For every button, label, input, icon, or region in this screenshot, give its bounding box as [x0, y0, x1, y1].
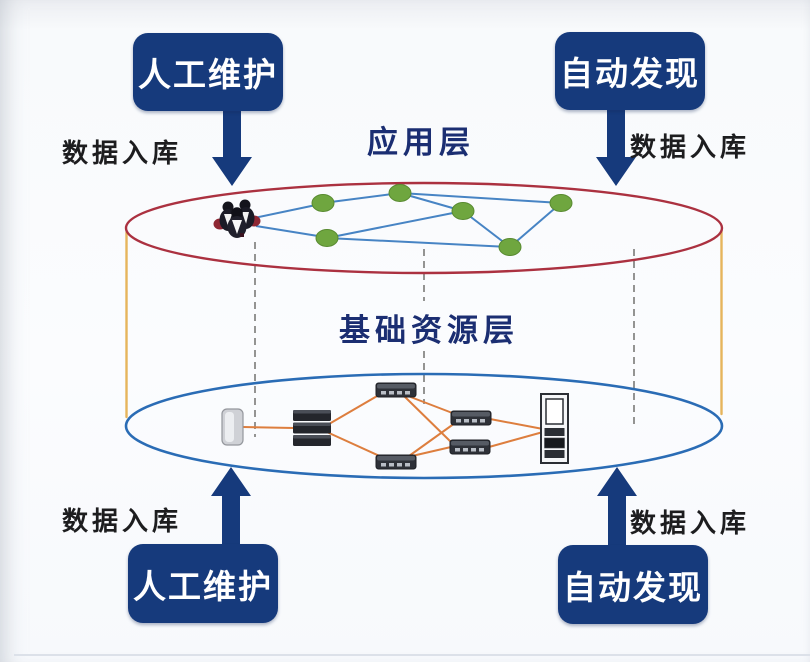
application-layer-ellipse [124, 181, 724, 275]
data-in-label-bottom-left: 数据入库 [62, 506, 183, 536]
auto-discovery-box-bottom: 自动发现 [558, 545, 708, 624]
infrastructure-layer-title: 基础资源层 [339, 313, 519, 348]
rack-server-icon [540, 393, 569, 464]
auto-discovery-label: 自动发现 [563, 568, 703, 606]
network-node-icon [388, 184, 412, 202]
people-group-icon [213, 199, 261, 238]
application-topology-graph [253, 184, 573, 256]
data-in-label-top-left: 数据入库 [62, 138, 183, 168]
manual-maintenance-box-top: 人工维护 [133, 33, 283, 111]
switch-icon [450, 410, 492, 426]
infrastructure-links [242, 391, 544, 459]
infrastructure-layer-ellipse [124, 372, 724, 480]
network-node-icon [315, 229, 339, 247]
down-arrow-icon [212, 110, 252, 186]
application-layer-title: 应用层 [367, 125, 475, 160]
storage-device-icon [221, 408, 244, 446]
data-in-label-bottom-right: 数据入库 [630, 508, 751, 538]
switch-icon [449, 439, 491, 455]
bottom-divider [14, 654, 810, 656]
auto-discovery-box-top: 自动发现 [555, 32, 705, 110]
server-stack-icon [293, 410, 331, 446]
up-arrow-icon [211, 467, 251, 546]
manual-maintenance-label: 人工维护 [133, 567, 273, 605]
up-arrow-icon [597, 467, 637, 547]
network-node-icon [498, 238, 522, 256]
network-node-icon [549, 194, 573, 212]
manual-maintenance-label: 人工维护 [138, 56, 278, 93]
data-in-label-top-right: 数据入库 [630, 132, 751, 162]
network-node-icon [311, 194, 335, 212]
manual-maintenance-box-bottom: 人工维护 [128, 544, 278, 623]
auto-discovery-label: 自动发现 [560, 55, 700, 92]
switch-icon [375, 382, 417, 398]
switch-icon [375, 454, 417, 470]
down-arrow-icon [596, 108, 636, 186]
network-node-icon [451, 202, 475, 220]
